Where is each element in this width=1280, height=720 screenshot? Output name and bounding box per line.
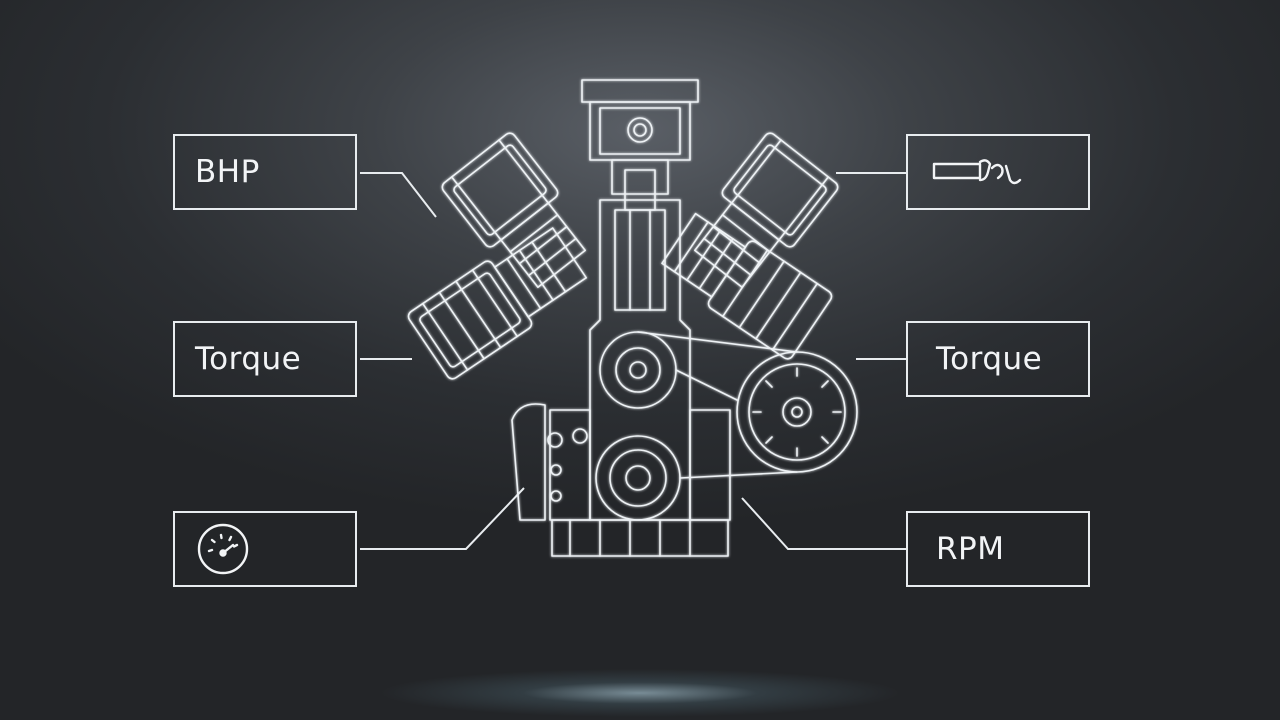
label-box-torque-left: Torque	[173, 321, 357, 397]
label-box-torque-right: Torque	[906, 321, 1090, 397]
label-bhp: BHP	[195, 154, 260, 190]
intake-manifold	[581, 79, 699, 211]
label-torque-right: Torque	[936, 341, 1043, 377]
label-box-speedometer	[173, 511, 357, 587]
pulleys	[595, 331, 858, 521]
wrench-icon	[932, 159, 1022, 185]
callout-line-bhp	[360, 172, 437, 218]
label-box-rpm: RPM	[906, 511, 1090, 587]
floor-glow	[380, 660, 900, 720]
left-bank-lower	[407, 227, 588, 380]
label-box-bhp: BHP	[173, 134, 357, 210]
right-bank-upper	[693, 132, 839, 289]
callout-line-gauge	[360, 487, 525, 550]
label-box-wrench	[906, 134, 1090, 210]
engine-illustration	[407, 79, 858, 557]
left-bank-upper	[441, 132, 587, 289]
callout-lines	[360, 172, 906, 550]
right-bank-lower	[661, 212, 833, 360]
label-rpm: RPM	[936, 531, 1005, 567]
callout-line-rpm	[741, 497, 906, 550]
label-torque-left: Torque	[195, 341, 302, 377]
speedometer-icon	[197, 523, 249, 575]
engine-block	[511, 199, 731, 557]
